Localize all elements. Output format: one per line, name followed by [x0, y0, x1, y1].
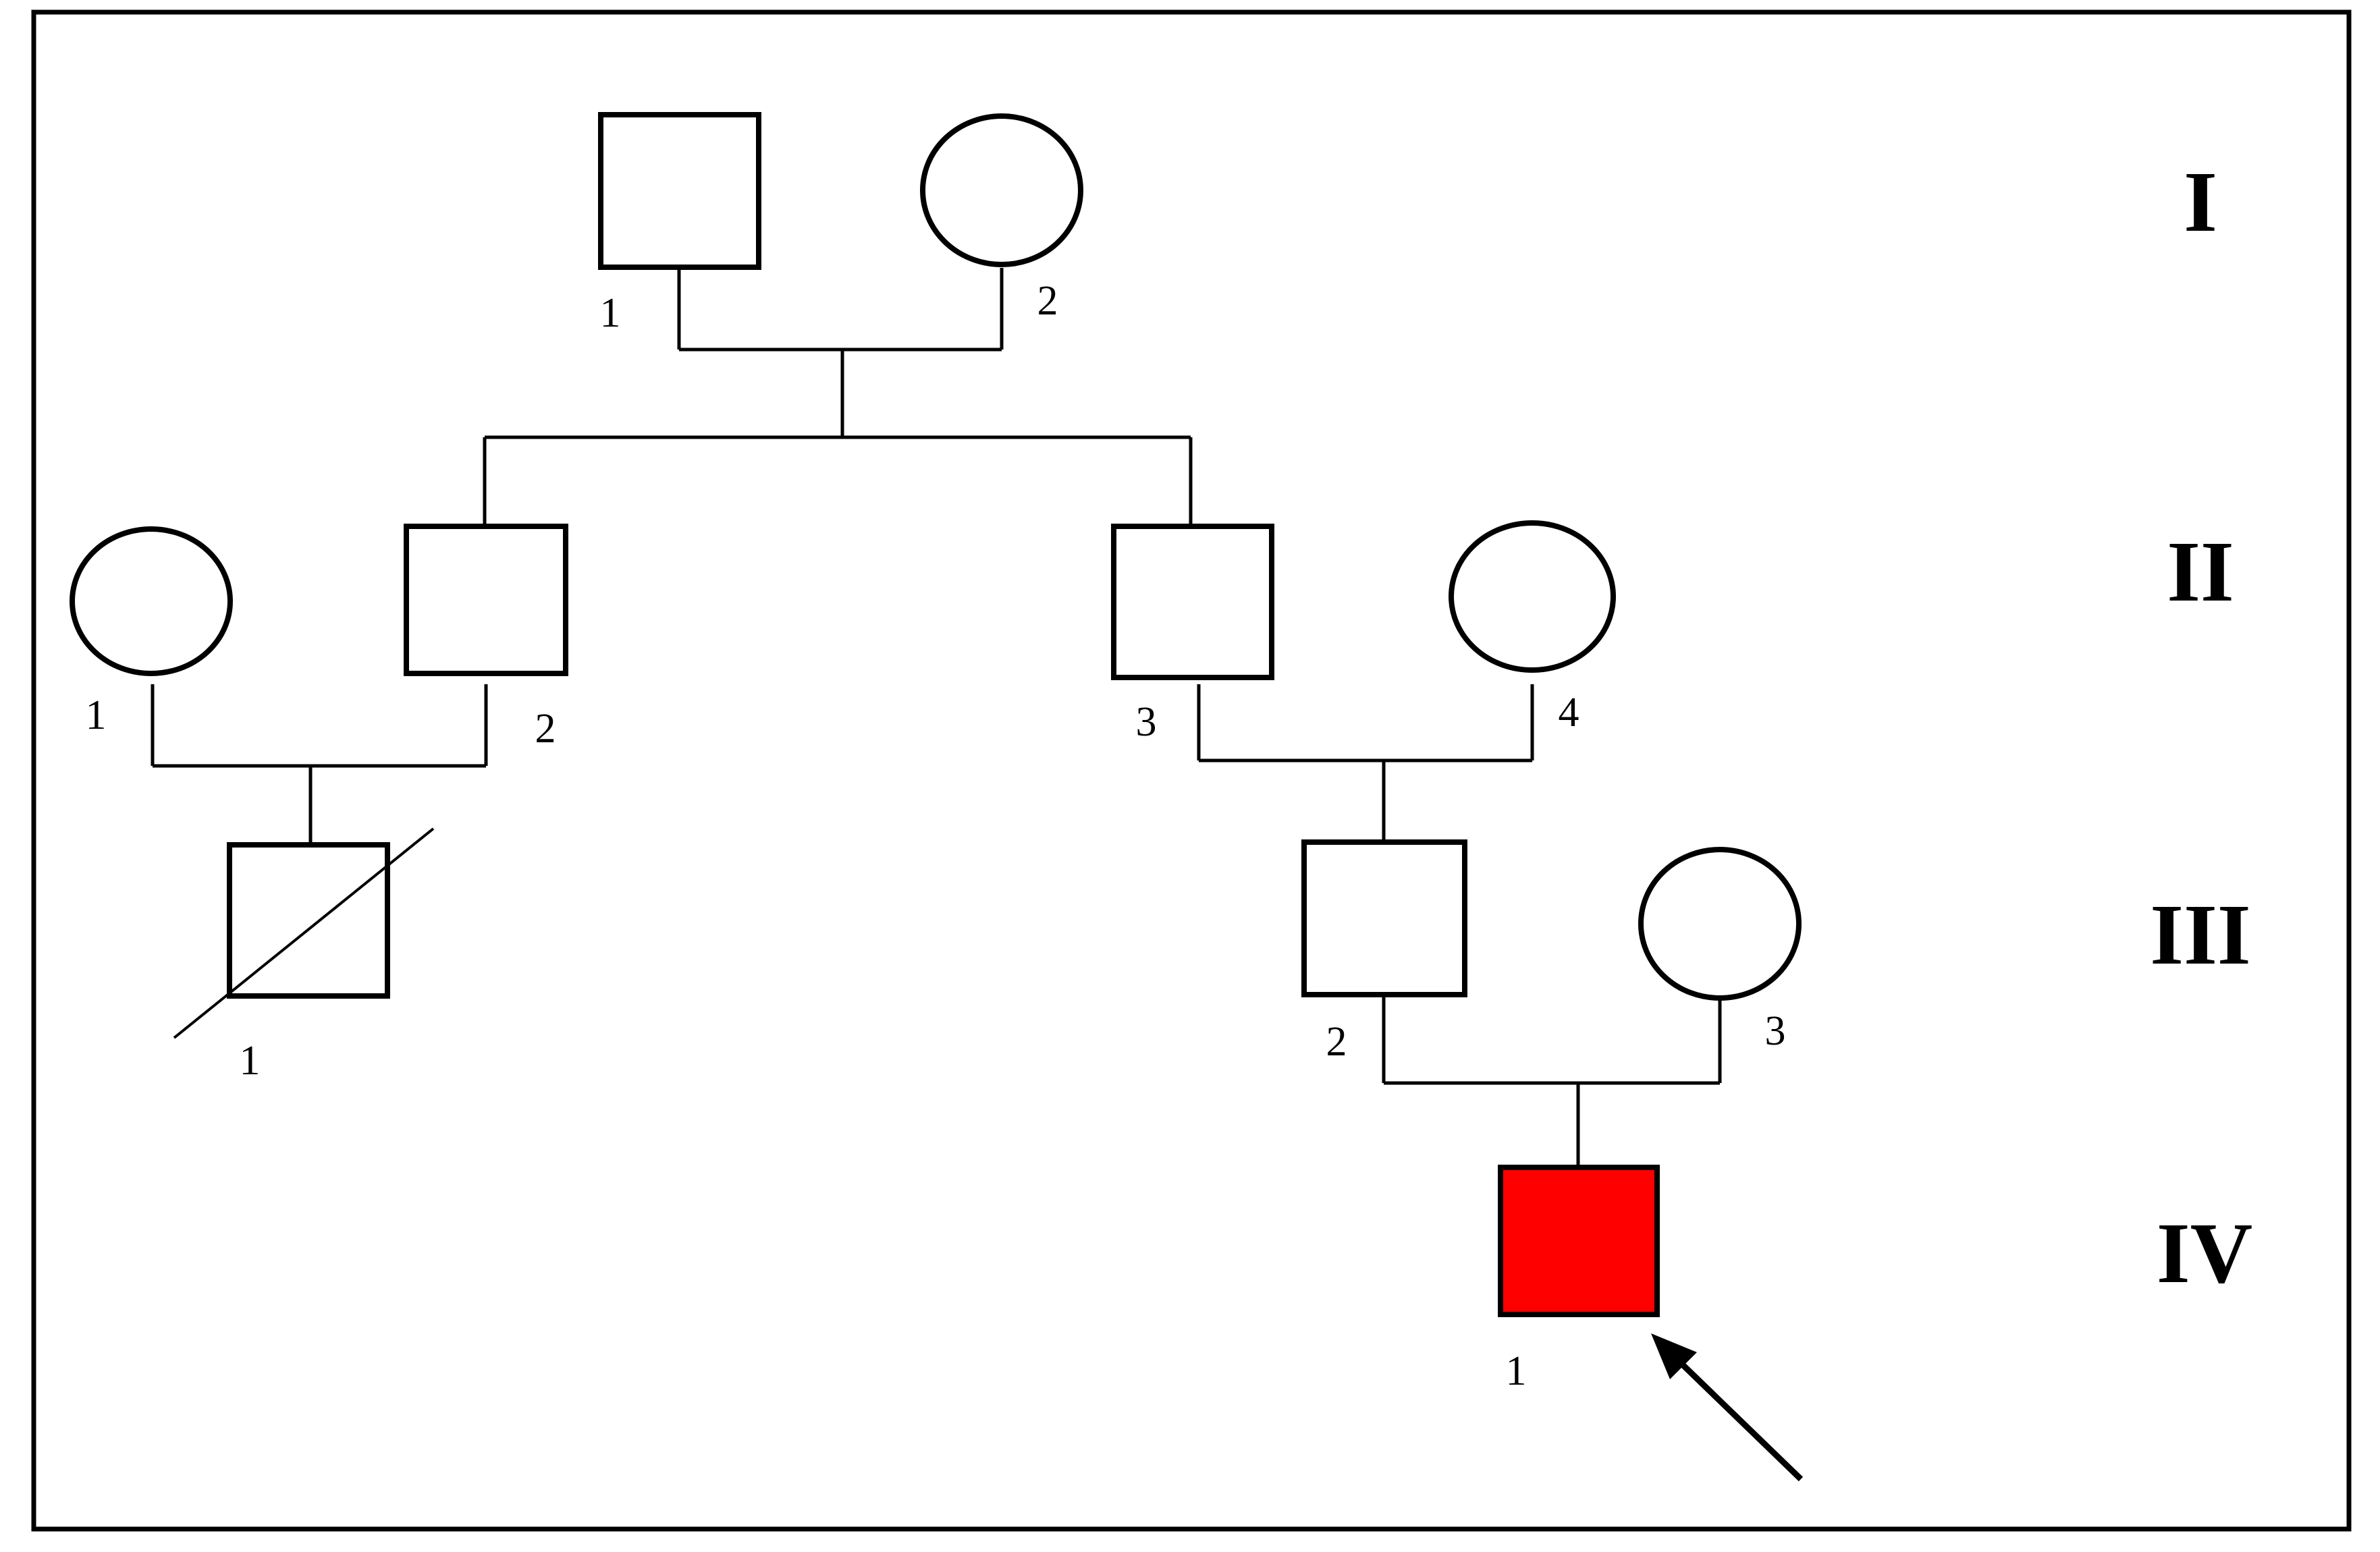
generation-label-II: II — [2167, 524, 2234, 619]
individual-II-4-female — [1449, 520, 1616, 673]
label-II-2: 2 — [535, 706, 556, 752]
label-III-2: 2 — [1326, 1019, 1347, 1065]
label-II-3: 3 — [1136, 699, 1157, 745]
generation-label-III: III — [2150, 887, 2250, 982]
individual-IV-1-male-affected — [1498, 1165, 1660, 1317]
deceased-slash-III-1 — [173, 827, 435, 1039]
label-II-4: 4 — [1559, 690, 1579, 736]
individual-II-1-female — [70, 526, 233, 676]
label-IV-1: 1 — [1506, 1348, 1527, 1394]
figure-border — [31, 9, 2352, 1532]
individual-II-2-male — [404, 524, 568, 676]
label-III-3: 3 — [1765, 1008, 1786, 1054]
label-III-1: 1 — [240, 1038, 261, 1084]
label-II-1: 1 — [86, 692, 107, 738]
label-I-1: 1 — [600, 290, 621, 336]
proband-arrow — [1651, 1333, 1804, 1482]
individual-III-3-female — [1638, 847, 1802, 1001]
label-I-2: 2 — [1037, 278, 1058, 324]
individual-I-2-female — [920, 113, 1083, 267]
individual-III-2-male — [1301, 839, 1467, 997]
generation-label-IV: IV — [2157, 1205, 2252, 1301]
individual-II-3-male — [1111, 524, 1274, 680]
individual-III-1-male — [227, 842, 390, 999]
individual-I-1-male — [598, 112, 761, 270]
generation-label-I: I — [2184, 154, 2217, 250]
connector-lines — [151, 268, 1722, 1166]
